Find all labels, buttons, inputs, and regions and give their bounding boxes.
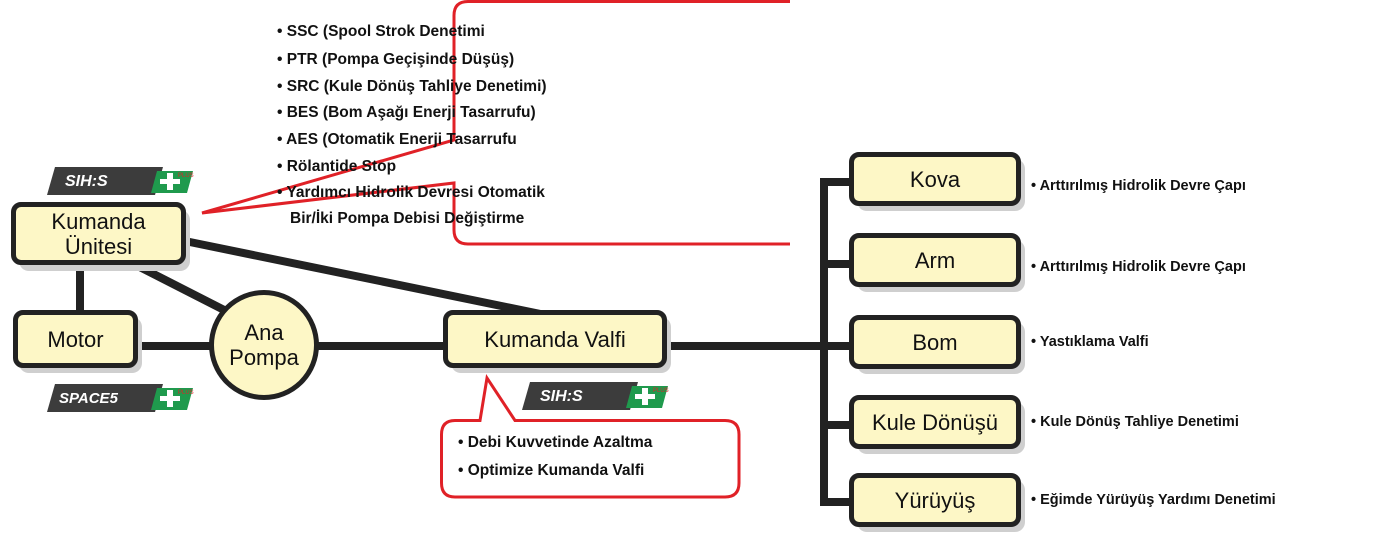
main-pump-node: Ana Pompa bbox=[209, 290, 319, 400]
main-pump-label-line2: Pompa bbox=[229, 345, 299, 370]
motor-label: Motor bbox=[47, 326, 104, 352]
callout-item-src: • SRC (Kule Dönüş Tahliye Denetimi) bbox=[277, 78, 547, 95]
travel-feature: • Eğimde Yürüyüş Yardımı Denetimi bbox=[1031, 492, 1276, 508]
plus-label: PLUS bbox=[653, 388, 669, 394]
main-pump-label-line1: Ana bbox=[244, 320, 284, 345]
arm-label: Arm bbox=[914, 247, 956, 273]
control-valve-label: Kumanda Valfi bbox=[484, 326, 626, 352]
link-control-unit-valve bbox=[179, 236, 561, 322]
sihis-logo-text: SIH:S bbox=[65, 173, 108, 190]
bucket-feature: • Arttırılmış Hidrolik Devre Çapı bbox=[1031, 178, 1246, 194]
space5-plus-logo: SPACE5 PLUS bbox=[47, 384, 194, 412]
callout-item-aux-hydraulic: • Yardımcı Hidrolik Devresi Otomatik bbox=[277, 184, 545, 201]
callout-item-idle-stop: • Rölantide Stop bbox=[277, 158, 397, 175]
callout-item-ssc: • SSC (Spool Strok Denetimi bbox=[277, 23, 485, 40]
callout-item-flow-reduction: • Debi Kuvvetinde Azaltma bbox=[458, 434, 653, 451]
travel-node: Yürüyüş bbox=[849, 473, 1021, 527]
control-unit-node: Kumanda Ünitesi bbox=[11, 202, 186, 265]
control-valve-node: Kumanda Valfi bbox=[443, 310, 667, 368]
callout-item-ptr: • PTR (Pompa Geçişinde Düşüş) bbox=[277, 51, 515, 68]
plus-label: PLUS bbox=[178, 390, 194, 396]
travel-label: Yürüyüş bbox=[894, 487, 976, 513]
callout-item-aux-hydraulic-cont: Bir/İki Pompa Debisi Değiştirme bbox=[290, 210, 525, 227]
arm-node: Arm bbox=[849, 233, 1021, 287]
bucket-label: Kova bbox=[909, 166, 961, 192]
swing-label: Kule Dönüşü bbox=[872, 409, 998, 435]
motor-node: Motor bbox=[13, 310, 138, 368]
callout-item-optimized-valve: • Optimize Kumanda Valfi bbox=[458, 462, 645, 479]
sihis-logo-text: SIH:S bbox=[540, 388, 583, 405]
swing-node: Kule Dönüşü bbox=[849, 395, 1021, 449]
callout-item-aes: • AES (Otomatik Enerji Tasarrufu bbox=[277, 131, 517, 148]
top-callout-shape bbox=[201, 0, 790, 246]
control-unit-label-line2: Ünitesi bbox=[64, 233, 133, 259]
swing-feature: • Kule Dönüş Tahliye Denetimi bbox=[1031, 414, 1239, 430]
bucket-node: Kova bbox=[849, 152, 1021, 206]
callout-item-bes: • BES (Bom Aşağı Enerji Tasarrufu) bbox=[277, 104, 536, 121]
control-unit-label-line1: Kumanda bbox=[51, 208, 146, 234]
bottom-callout-shape bbox=[440, 373, 741, 499]
boom-feature: • Yastıklama Valfi bbox=[1031, 334, 1149, 350]
plus-label: PLUS bbox=[178, 173, 194, 179]
arm-feature: • Arttırılmış Hidrolik Devre Çapı bbox=[1031, 259, 1246, 275]
space5-logo-text: SPACE5 bbox=[59, 390, 119, 407]
sihis-plus-logo-valve: SIH:S PLUS bbox=[522, 382, 669, 410]
boom-node: Bom bbox=[849, 315, 1021, 369]
boom-label: Bom bbox=[912, 329, 958, 355]
sihis-plus-logo-top: SIH:S PLUS bbox=[47, 167, 194, 195]
